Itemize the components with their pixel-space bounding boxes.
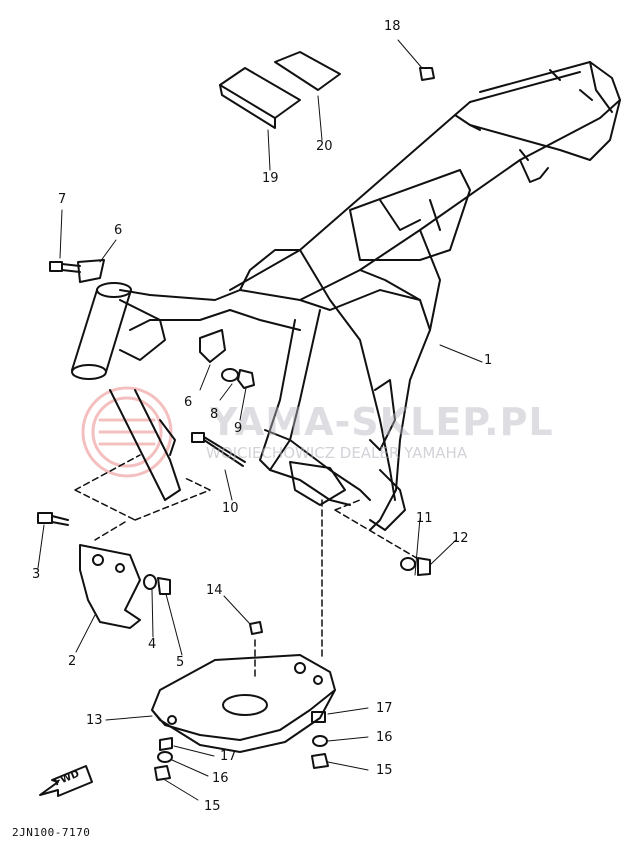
skid-plate bbox=[151, 654, 336, 753]
callout-3: 3 bbox=[32, 567, 41, 582]
watermark-subtext: WOJCIECHOWICZ DEALER YAMAHA bbox=[206, 444, 468, 462]
head-tube bbox=[71, 282, 166, 380]
callout-9: 9 bbox=[234, 421, 243, 436]
watermark-logo bbox=[81, 386, 173, 478]
down-tube bbox=[109, 389, 181, 501]
callout-4: 4 bbox=[148, 637, 157, 652]
callout-19: 19 bbox=[262, 171, 279, 186]
callout-6: 6 bbox=[114, 223, 123, 238]
callout-16: 16 bbox=[376, 730, 393, 745]
callout-18: 18 bbox=[384, 19, 401, 34]
watermark-text: YAMA-SKLEP.PL bbox=[210, 400, 554, 444]
callout-2: 2 bbox=[68, 654, 77, 669]
document-code: 2JN100-7170 bbox=[12, 826, 91, 839]
callout-12: 12 bbox=[452, 531, 469, 546]
callout-14: 14 bbox=[206, 583, 223, 598]
callout-6b: 6 bbox=[184, 395, 193, 410]
callout-17: 17 bbox=[376, 701, 393, 716]
callout-10: 10 bbox=[222, 501, 239, 516]
callout-7: 7 bbox=[58, 192, 67, 207]
fwd-arrow-icon bbox=[39, 765, 93, 797]
callout-1: 1 bbox=[484, 353, 493, 368]
callout-11: 11 bbox=[416, 511, 433, 526]
callout-15: 15 bbox=[376, 763, 393, 778]
main-frame bbox=[119, 61, 621, 531]
callout-20: 20 bbox=[316, 139, 333, 154]
callout-16b: 16 bbox=[212, 771, 229, 786]
callout-5: 5 bbox=[176, 655, 185, 670]
callout-15b: 15 bbox=[204, 799, 221, 814]
dashed-outline bbox=[74, 454, 421, 681]
callout-8: 8 bbox=[210, 407, 219, 422]
leader-lines bbox=[37, 39, 483, 801]
seat-pads bbox=[219, 51, 341, 129]
callout-13: 13 bbox=[86, 713, 103, 728]
engine-bracket bbox=[79, 544, 141, 629]
fasteners bbox=[37, 67, 435, 781]
callout-17b: 17 bbox=[220, 749, 237, 764]
